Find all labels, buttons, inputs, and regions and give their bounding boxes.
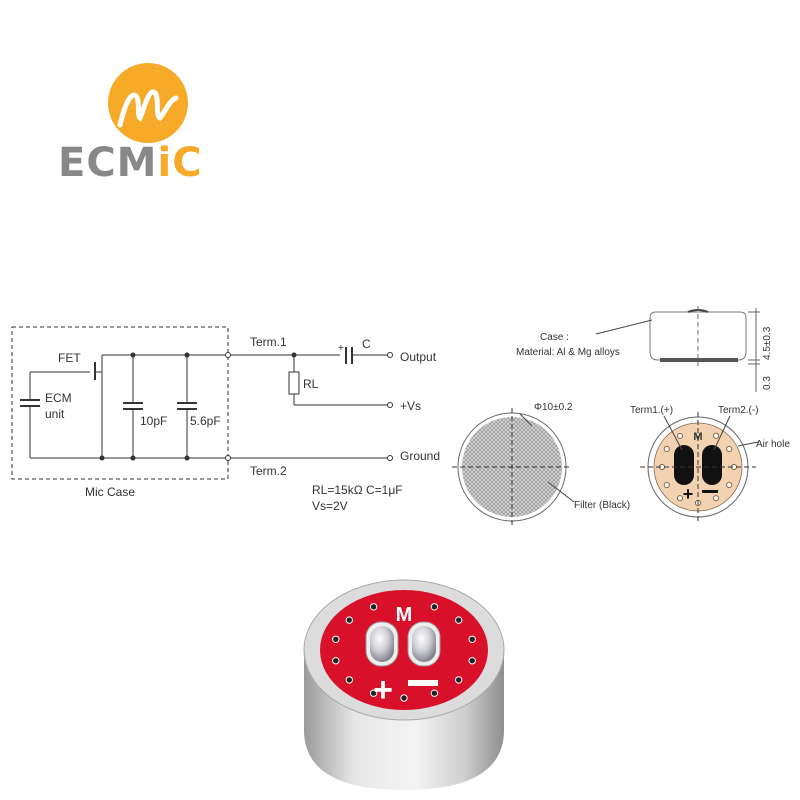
photo-holes [332,603,476,702]
junction-dot [184,455,190,461]
side-case-body [649,311,747,361]
logo-wordmark-ic: iC [157,140,203,186]
term1-label: Term1.(+) [630,405,673,416]
air-hole [676,432,684,439]
photo-plus-sign: + [373,671,393,709]
air-hole [712,495,720,502]
term2-label: Term.2 [250,464,287,478]
air-hole [712,432,720,439]
term2-leader [713,415,731,451]
term1-terminal [225,352,231,358]
air-hole [455,676,463,684]
photo-marker: M [396,604,413,626]
spec-line1: RL=15kΩ C=1μF [312,483,403,497]
mic-case-box [11,326,229,480]
case-title: Case : [540,332,569,343]
diameter-leader [519,413,533,427]
back-plus-sign: + [683,484,694,504]
term1-pad [674,445,694,485]
ecm-label-line1: ECM [45,391,72,405]
air-hole [468,635,476,643]
photo-pad-left-solder [370,626,394,662]
output-label: Output [400,350,437,364]
junction-dot [291,352,297,358]
term1-label: Term.1 [250,335,287,349]
junction-dot [130,352,136,358]
junction-dot [99,455,105,461]
air-hole [726,445,733,453]
airhole-label: Air hole [756,439,790,450]
ecm-label-line2: unit [45,407,65,421]
circuit-labels: FET ECM unit 10pF 5.6pF Mic Case Term.1 … [45,335,440,513]
cap-c-plus: + [338,343,344,354]
filter-leader [547,481,575,503]
air-hole [369,603,378,611]
junction-dot [184,352,190,358]
vs-label: +Vs [400,399,421,413]
back-view: M + Term1.(+) Term2.(-) Air hole [630,405,790,522]
side-case-pcb [660,358,738,362]
filter-label: Filter (Black) [574,500,630,511]
photo-pad-right-solder [412,626,436,662]
air-hole [468,657,476,665]
air-hole [676,495,684,502]
product-photo: M + [303,579,505,790]
ground-label: Ground [400,449,440,463]
air-hole [400,694,408,702]
logo-m-stroke [117,89,179,128]
vs-terminal [387,402,393,408]
output-terminal [387,352,393,358]
airhole-leader [737,441,759,447]
air-hole [345,676,353,684]
rl-label: RL [303,377,319,391]
back-minus-sign [702,490,718,493]
photo-minus-sign [408,680,438,686]
air-hole [663,481,670,489]
air-hole [369,689,378,697]
fet-label: FET [58,351,81,365]
rl-resistor [288,371,300,395]
term1-leader [663,415,683,451]
term2-label: Term2.(-) [718,405,759,416]
case-leader-line [595,319,653,335]
junction-dot [130,455,136,461]
term2-pad [702,445,722,485]
height-dim-label: 4.5±0.3 [762,326,773,360]
logo-wordmark-ecm: ECM [58,140,158,186]
logo-wordmark: ECMiC [58,140,203,186]
air-hole [663,445,670,453]
ground-terminal [387,455,393,461]
air-hole [332,657,340,665]
logo-mark [108,63,188,143]
air-hole [345,616,353,624]
cap1-label: 10pF [140,414,167,428]
term2-terminal [225,455,231,461]
air-hole [332,635,340,643]
air-hole [430,689,439,697]
circuit-diagram [11,326,393,480]
mic-case-label: Mic Case [85,485,135,499]
diameter-label: Φ10±0.2 [534,402,573,413]
case-material: Material: Al & Mg alloys [516,347,620,358]
front-view: Φ10±0.2 Filter (Black) [452,402,630,528]
cap2-label: 5.6pF [190,414,221,428]
back-air-holes [658,432,738,507]
pin-dim-label: 0.3 [762,376,773,390]
photo-pcb [320,590,488,710]
spec-line2: Vs=2V [312,499,348,513]
air-hole [726,481,733,489]
cap-c-label: C [362,337,371,351]
air-hole [455,616,463,624]
side-view: Case : Material: Al & Mg alloys 4.5±0.3 … [516,306,773,392]
air-hole [430,603,439,611]
